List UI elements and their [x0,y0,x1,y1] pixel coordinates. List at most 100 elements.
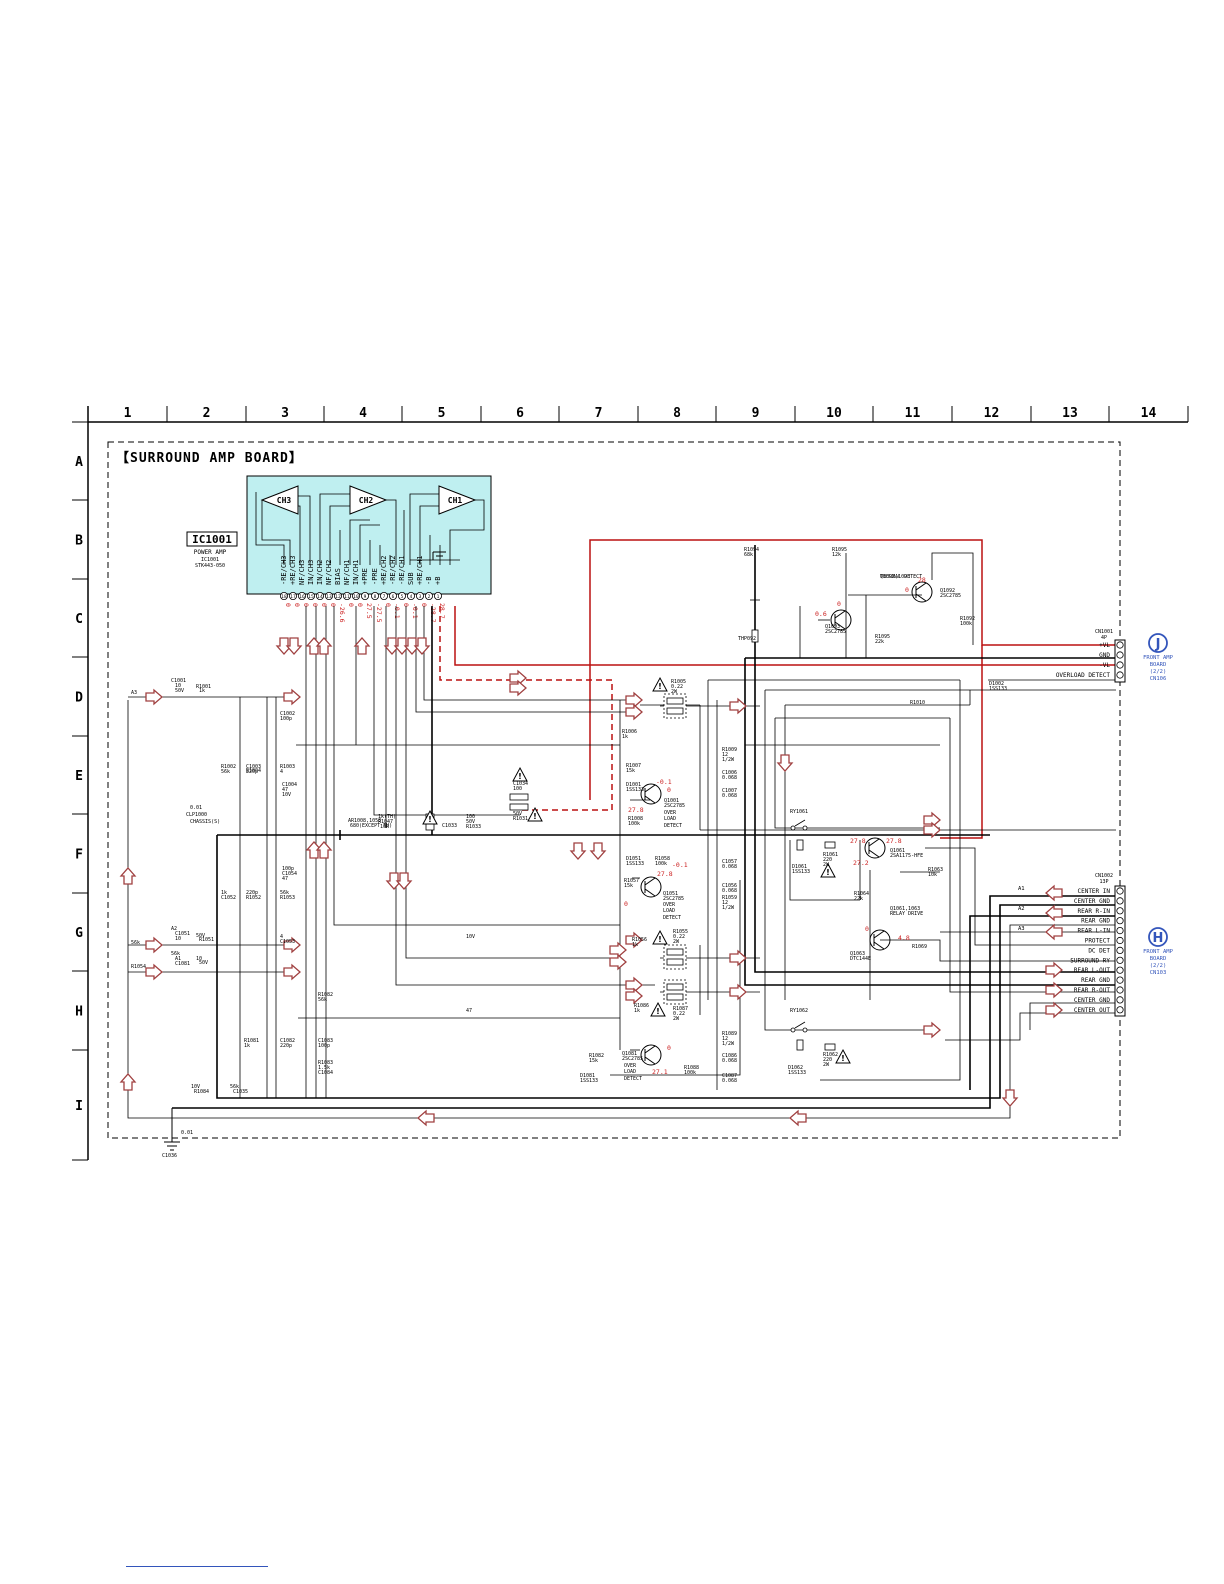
ic-pin-label: +RE/CH1 [416,555,424,585]
cn1002-pin-label: DC DET [1088,947,1110,954]
component-label: A2 [171,926,177,932]
component-label: C1001 [171,678,186,684]
ic-pin-number: 4 [410,594,413,600]
transistor-q1061 [864,837,886,859]
component-label: 100k [628,821,640,827]
component-label: 2W [673,939,680,945]
ic-pin [433,592,442,601]
voltage-reading: -0.1 [672,861,688,869]
connector-pin [1116,917,1124,925]
ic-desc-1: POWER AMP [194,549,227,556]
component-label: R1009 [722,747,737,753]
cn1001-size: 4P [1101,635,1107,641]
component-label: 220 [823,857,832,863]
component-label: R1047 [378,819,393,825]
component-label: R1092 [960,616,975,622]
component-label: C1004 [282,782,297,788]
component-label: 102 [0,0,9,2]
component-label: 4 [280,934,283,940]
component-label: R1094 [744,547,759,553]
component-label: 1k(TH) [378,814,396,820]
connector-cn1001[interactable] [1114,639,1126,683]
ic-pin [279,592,288,601]
transistor-q1081 [640,1044,662,1066]
component-label: 102 [0,0,9,2]
ic-pin-voltage: 0 [320,603,328,607]
component-label: 10 [196,956,202,962]
wire-label-a2: A2 [1018,906,1025,912]
amp-ch1: CH1 [438,485,477,515]
ic-pin-label: -PRE [371,568,379,585]
component-label: 50V [199,960,208,966]
component-label: C1081 [175,961,190,967]
component-label: 220p [280,1043,292,1049]
badge-j[interactable]: J [1148,633,1168,653]
component-label: 2SC2785 [664,803,685,809]
badge-h-letter: H [1153,931,1164,946]
component-label: C1053 [280,939,295,945]
component-label: R1001 [196,684,211,690]
component-label: Q1092 [940,588,955,594]
component-label: 12 [722,752,728,758]
connector-pin [1116,897,1124,905]
component-label: THERMAL DETECT [880,574,922,580]
ic-pin-number: 15 [308,594,314,600]
connector-pin [1116,946,1124,955]
component-label: C1052 [221,895,236,901]
amp-ch3-label: CH3 [277,496,292,505]
ic-pin-voltage: 0 [420,603,428,607]
component-label: 47 [466,1008,472,1014]
component-label: 50V [196,933,205,939]
cn1002-pin-label: PROTECT [1085,938,1111,945]
badge-j-dest-line: (2/2) [1150,669,1167,675]
cn1002-pin-label: REAR L-IN [1077,928,1110,935]
component-label: 100k [960,621,972,627]
column-label: 6 [516,406,524,421]
component-label: DETECT [624,1076,642,1082]
component-label: Q1092,1093 [880,574,910,580]
component-label: R1095 [875,634,890,640]
ic-pin-voltage: 0 [293,603,301,607]
component-label: 2SC2785 [825,629,846,635]
wire-label-a1: A1 [1018,886,1025,892]
component-label: 2SA1175-HFE [890,853,923,859]
row-label: I [75,1099,83,1114]
ic-pin-number: 7 [383,594,386,600]
component-label: 15k [589,1058,598,1064]
connector-pin [1116,936,1124,945]
ic-pin-voltage: -26.6 [338,603,346,623]
ic-desc-3: STK443-050 [195,563,225,569]
ic-pin-label: NF/CH1 [343,560,351,585]
component-label: R1002 [221,764,236,770]
component-label: C1057 [722,859,737,865]
component-label: 68k [744,552,753,558]
component-label: 50V [513,811,522,817]
cn1002-size: 13P [1099,879,1108,885]
component-label: R1083 [318,1060,333,1066]
column-label: 10 [826,406,842,421]
component-label: 10 [175,936,181,942]
component-label: R1082 [589,1053,604,1059]
component-label: 0.068 [722,793,737,799]
column-label: 3 [281,406,289,421]
component-label: D1081 [580,1073,595,1079]
component-label: C1003 [246,764,261,770]
ic-pin-number: 3 [419,594,422,600]
ic-pin-label: +RE/CH2 [380,555,388,585]
row-label: A [75,455,83,470]
ic-pin-number: 14 [317,594,323,600]
ic-pin-number: 18 [281,594,287,600]
component-label: Q1093 [825,624,840,630]
connector-cn1002[interactable] [1114,885,1126,1017]
component-label: R1053 [280,895,295,901]
component-label: 12 [722,900,728,906]
ic-pin-number: 17 [290,594,296,600]
ic-pin [342,592,351,601]
component-label: 12k [832,552,841,558]
component-label: LOAD [624,1069,636,1075]
component-label: 0.22 [673,1011,685,1017]
badge-h[interactable]: H [1148,927,1168,947]
